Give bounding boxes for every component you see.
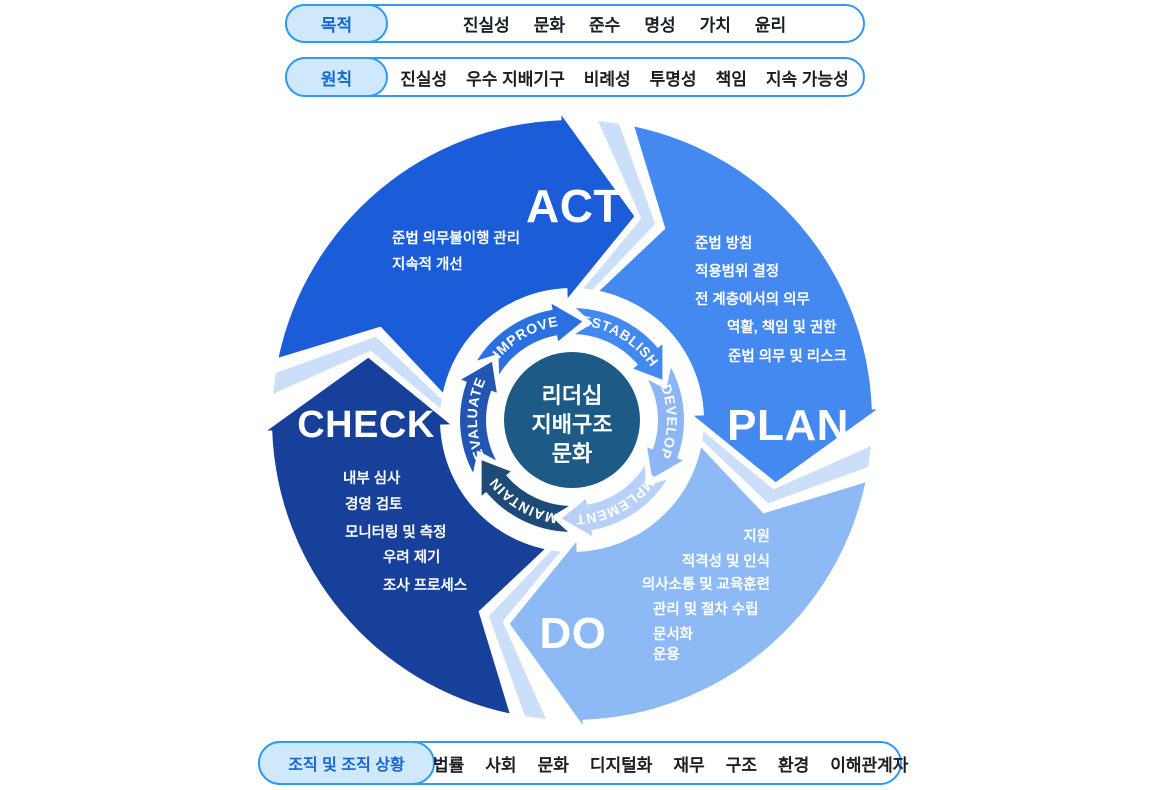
- plan-label: PLAN: [727, 401, 849, 450]
- pill-item: 우수 지배기구: [466, 69, 565, 89]
- do-item: 지원: [743, 528, 770, 545]
- gap-accent-chevron: [583, 121, 656, 290]
- pill-item: 문화: [533, 16, 566, 35]
- do-item: 관리 및 절차 수립: [653, 600, 758, 618]
- context-pill-items: 법률 사회 문화 디지털화 재무 구조 환경 이해관계자: [433, 743, 908, 783]
- pill-item: 구조: [725, 755, 757, 775]
- act-item: 지속적 개선: [392, 255, 463, 273]
- principles-pill-items: 진실성 우수 지배기구 비례성 투명성 책임 지속 가능성: [386, 59, 863, 95]
- do-arrow: [509, 447, 866, 725]
- pill-item: 명성: [644, 16, 676, 35]
- center-text-line: 리더십: [542, 383, 603, 408]
- pill-item: 진실성: [462, 16, 510, 35]
- check-item: 조사 프로세스: [383, 577, 467, 594]
- pill-item: 환경: [777, 755, 810, 775]
- pill-item: 윤리: [754, 16, 787, 35]
- purpose-pill-items: 진실성 문화 준수 명성 가치 윤리: [386, 6, 863, 41]
- pill-item: 비례성: [583, 69, 631, 89]
- check-item: 내부 심사: [343, 470, 401, 487]
- plan-item: 적용범위 결정: [695, 262, 779, 280]
- gap-accent-chevron: [273, 336, 442, 409]
- center-text-line: 지배구조: [532, 412, 613, 437]
- pill-item: 디지털화: [589, 755, 653, 775]
- ring-segment-implement: [561, 465, 667, 537]
- pill-item: 준수: [589, 16, 621, 35]
- ring-label-evaluate: EVALUATE: [464, 375, 489, 462]
- purpose-pill: 목적 진실성 문화 준수 명성 가치 윤리: [285, 4, 865, 43]
- act-arrow: [278, 115, 635, 393]
- gap-accent-chevron: [702, 431, 871, 504]
- principles-pill-label: 원칙: [285, 57, 388, 97]
- ring-segment-establish: [575, 308, 663, 380]
- plan-item: 전 계층에서의 의무: [695, 290, 810, 308]
- check-arrow: [267, 357, 545, 714]
- pill-item: 지속 가능성: [765, 69, 849, 89]
- ring-segment-evaluate: [460, 361, 497, 473]
- context-pill-label: 조직 및 조직 상황: [258, 741, 435, 785]
- ring-segment-improve: [477, 303, 583, 375]
- check-label: CHECK: [297, 404, 435, 446]
- gap-accent-chevron: [488, 550, 561, 719]
- pill-item: 재무: [673, 755, 705, 775]
- pill-item: 책임: [715, 69, 747, 89]
- do-label: DO: [540, 609, 607, 658]
- ring-label-text: EVALUATE: [464, 375, 488, 462]
- pill-item: 법률: [433, 755, 465, 775]
- pill-item: 진실성: [400, 69, 448, 89]
- check-item: 경영 검토: [345, 495, 402, 513]
- pill-item: 이해관계자: [830, 755, 909, 775]
- ring-label-text: DEVELOP: [657, 382, 679, 461]
- act-item: 준법 의무불이행 관리: [392, 229, 520, 247]
- principles-pill: 원칙 진실성 우수 지배기구 비례성 투명성 책임 지속 가능성: [285, 57, 865, 97]
- center-text-line: 문화: [552, 441, 592, 466]
- purpose-pill-label: 목적: [285, 4, 388, 43]
- act-label: ACT: [526, 180, 622, 232]
- pill-item: 가치: [699, 16, 731, 35]
- check-item: 우려 제기: [383, 549, 440, 566]
- do-item: 의사소통 및 교육훈련: [642, 575, 770, 593]
- context-pill: 조직 및 조직 상황 법률 사회 문화 디지털화 재무 구조 환경 이해관계자: [258, 741, 908, 785]
- plan-item: 역활, 책임 및 권한: [727, 318, 837, 336]
- ring-label-develop: DEVELOP: [657, 382, 680, 461]
- do-item: 운용: [653, 646, 680, 663]
- ring-segment-maintain: [481, 460, 569, 532]
- check-item: 모니터링 및 측정: [345, 523, 446, 541]
- do-item: 문서화: [653, 626, 694, 643]
- pill-item: 투명성: [649, 69, 697, 89]
- pill-item: 문화: [537, 755, 569, 775]
- ring-segment-develop: [647, 367, 684, 479]
- center-circle: [504, 352, 640, 488]
- plan-arrow: [599, 126, 877, 483]
- pill-item: 사회: [485, 755, 517, 775]
- plan-item: 준법 의무 및 리스크: [728, 347, 847, 365]
- plan-item: 준법 방침: [695, 234, 752, 252]
- do-item: 적격성 및 인식: [682, 552, 770, 570]
